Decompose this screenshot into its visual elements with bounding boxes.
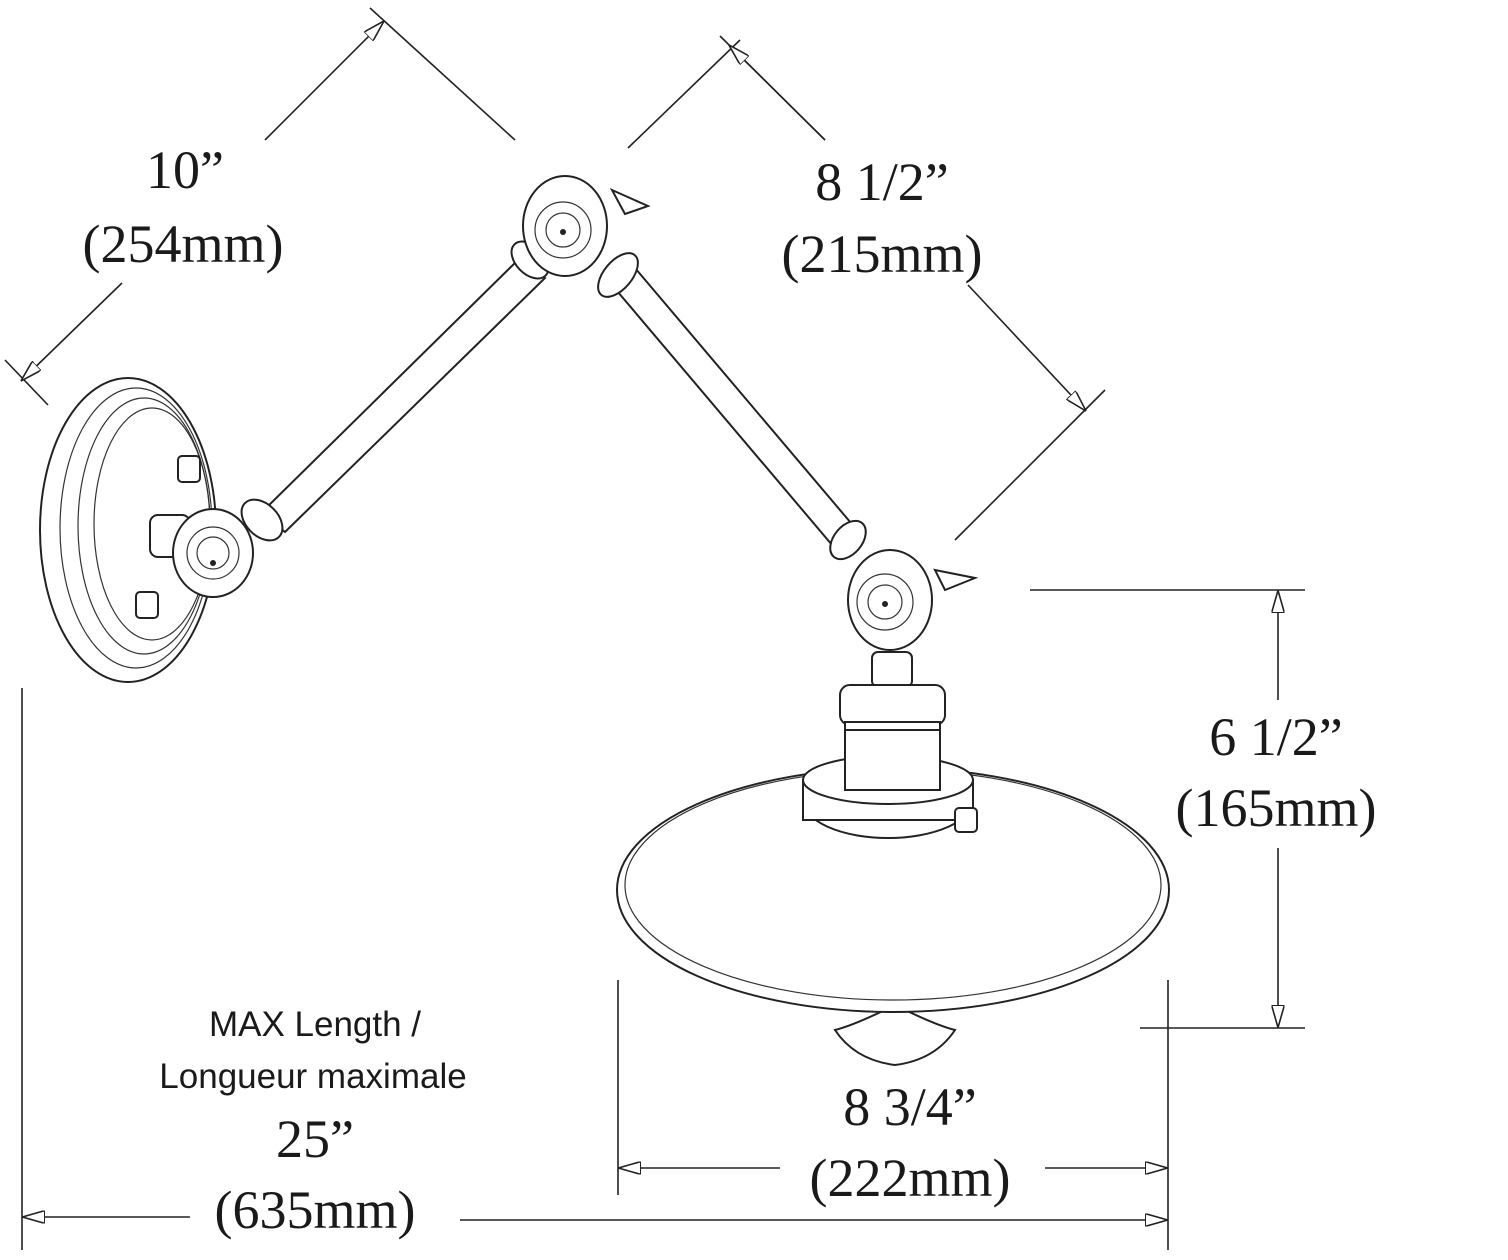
max-length-metric: (635mm) xyxy=(215,1180,416,1240)
upper-joint xyxy=(522,175,651,277)
arm2-dimension: 8 1/2” (215mm) xyxy=(782,152,983,284)
arm1-dimension: 10” (254mm) xyxy=(83,140,284,274)
arm2-metric: (215mm) xyxy=(782,224,983,284)
max-length-label-en: MAX Length / xyxy=(209,1005,421,1044)
lamp-illustration xyxy=(39,175,1170,1067)
wall-backplate xyxy=(39,377,217,683)
arm2-imperial: 8 1/2” xyxy=(815,152,948,212)
shade-width-metric: (222mm) xyxy=(810,1148,1011,1208)
shade-width-dimension: 8 3/4” (222mm) xyxy=(810,1077,1011,1208)
max-length-imperial: 25” xyxy=(276,1109,354,1169)
shade-width-imperial: 8 3/4” xyxy=(843,1077,976,1137)
height-metric: (165mm) xyxy=(1176,778,1377,838)
max-length-label-fr: Longueur maximale xyxy=(159,1057,466,1096)
arm1-imperial: 10” xyxy=(146,140,224,200)
height-imperial: 6 1/2” xyxy=(1209,707,1342,767)
height-dimension: 6 1/2” (165mm) xyxy=(1176,707,1377,838)
shade-joint xyxy=(847,549,979,651)
arm1-metric: (254mm) xyxy=(83,214,284,274)
dimension-lines xyxy=(4,7,1305,1250)
max-length-dimension: MAX Length / Longueur maximale 25” (635m… xyxy=(159,1005,466,1240)
lower-joint xyxy=(172,508,254,598)
